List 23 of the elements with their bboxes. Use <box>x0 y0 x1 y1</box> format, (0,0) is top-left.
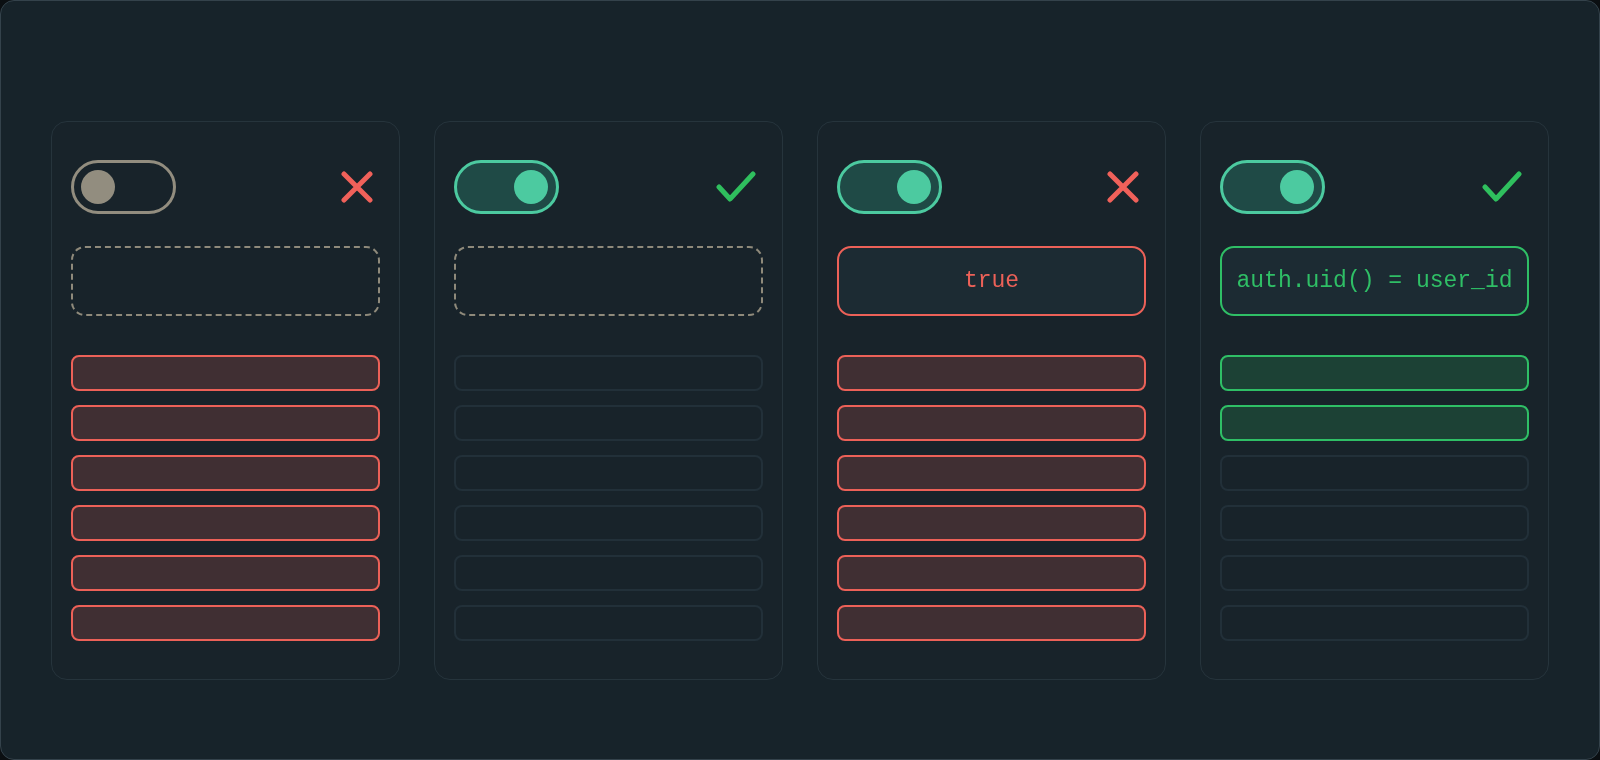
visible-data-row <box>71 505 380 541</box>
policy-condition <box>837 246 1146 316</box>
policy-expression: auth.uid() = user_id <box>1236 268 1513 294</box>
visible-data-row <box>71 405 380 441</box>
scenario-panel <box>1200 121 1549 680</box>
visible-data-row <box>837 505 1146 541</box>
policy-condition <box>1220 246 1529 316</box>
visible-data-row <box>837 405 1146 441</box>
empty-policy-slot <box>71 246 380 316</box>
scenario-panel <box>817 121 1166 680</box>
visible-data-row <box>71 355 380 391</box>
visible-data-row <box>837 455 1146 491</box>
visible-data-row <box>837 555 1146 591</box>
visible-data-row <box>71 455 380 491</box>
policy-expression: true <box>963 268 1020 294</box>
visible-data-row <box>837 355 1146 391</box>
visible-data-row <box>1220 355 1529 391</box>
visible-data-row <box>71 555 380 591</box>
scenario-panel <box>434 121 783 680</box>
empty-policy-slot <box>454 246 763 316</box>
visible-data-row <box>71 605 380 641</box>
visible-data-row <box>837 605 1146 641</box>
visible-data-row <box>1220 405 1529 441</box>
